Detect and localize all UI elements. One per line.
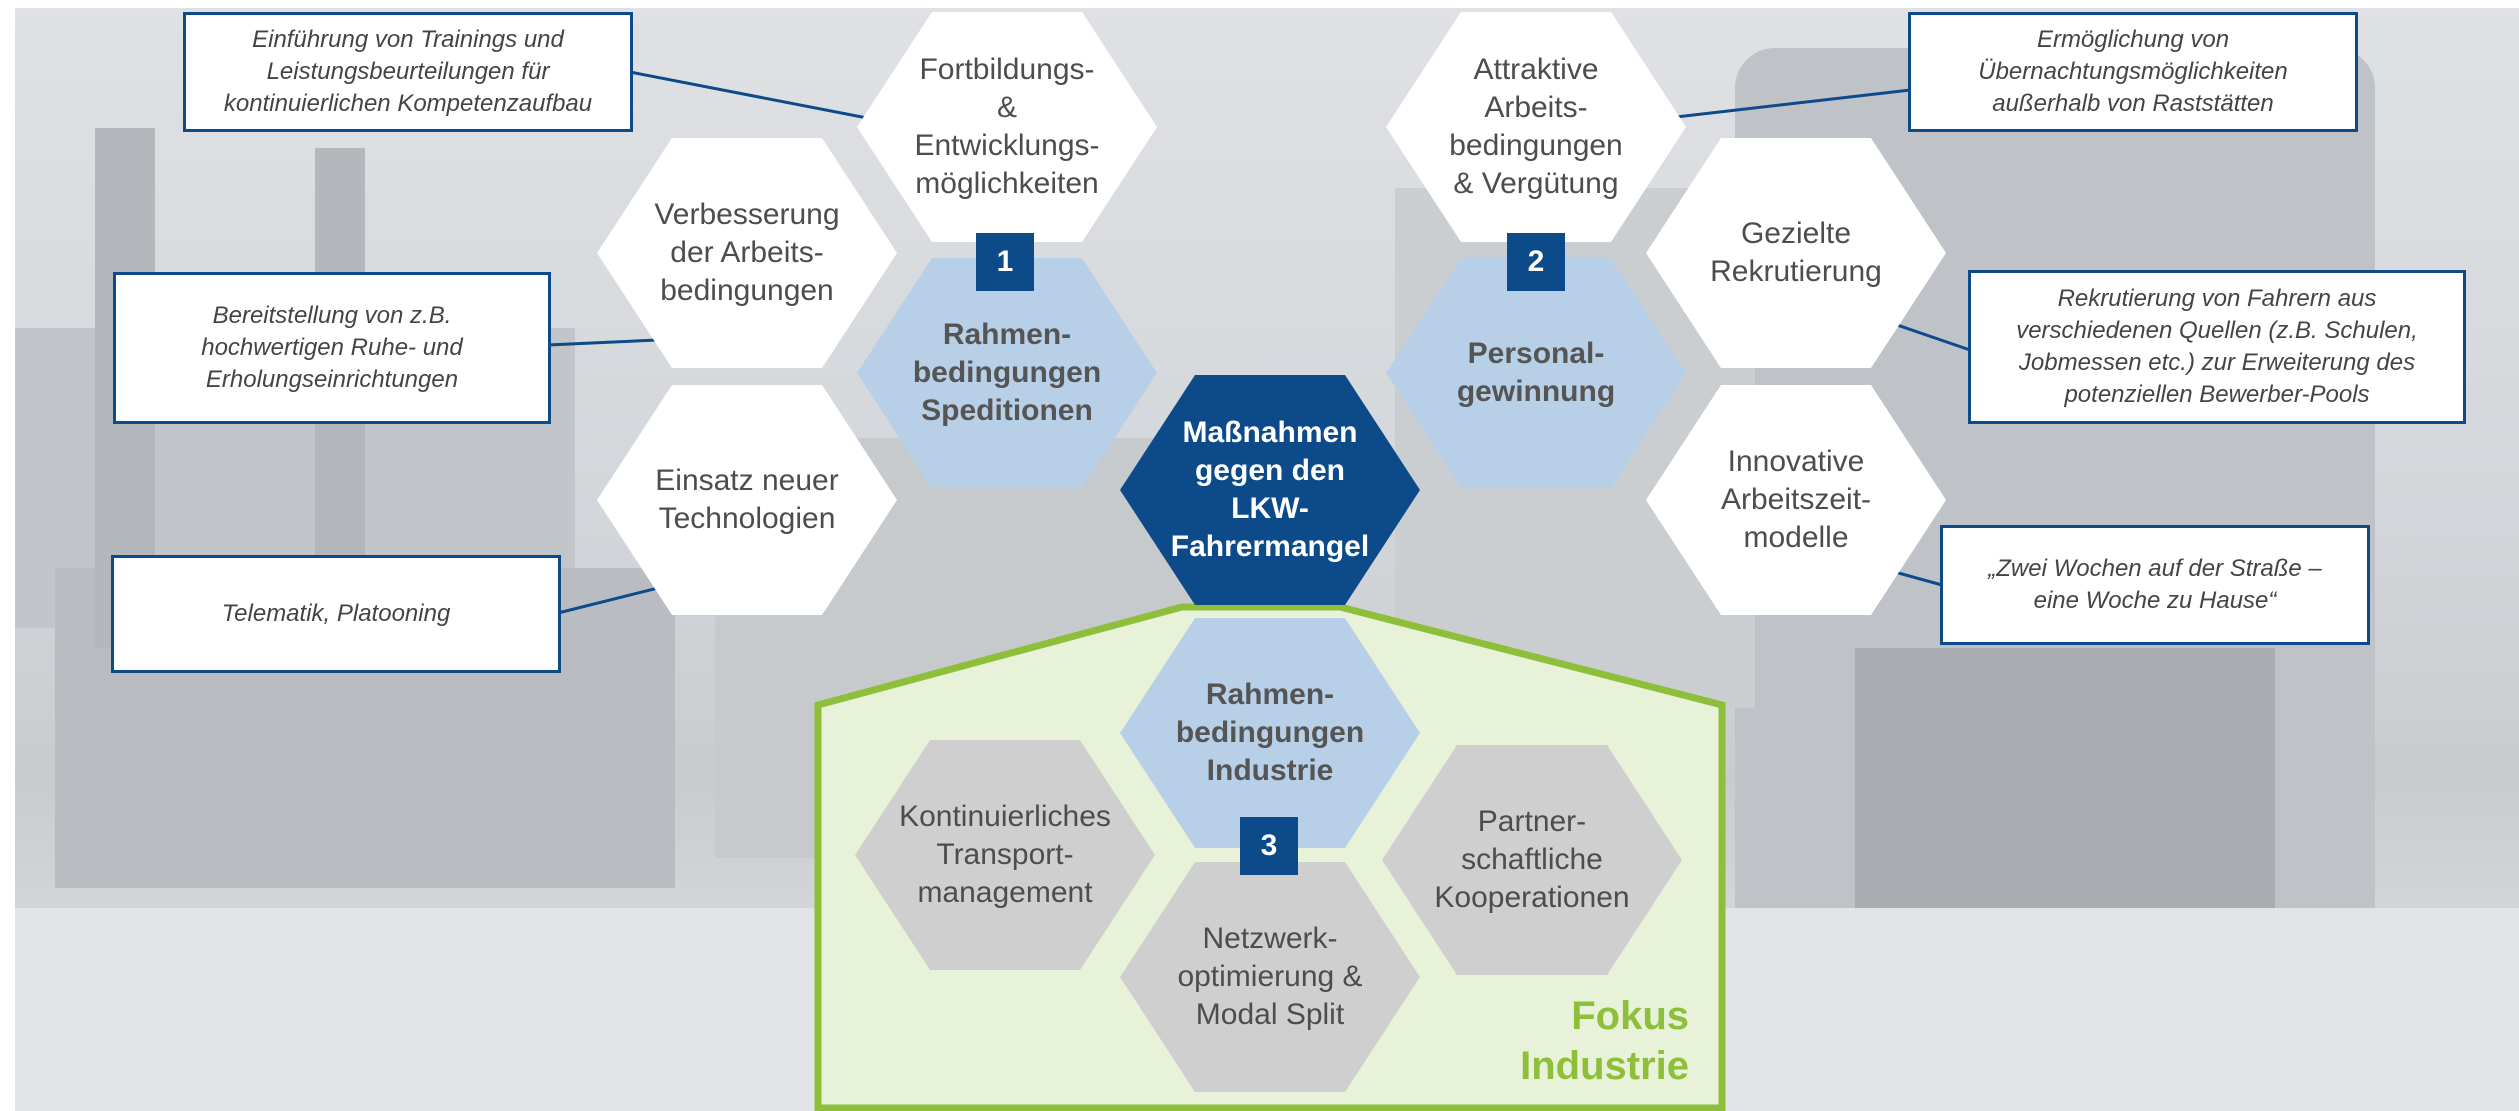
badge-2: 2 <box>1507 233 1565 291</box>
note-technologies: Telematik, Platooning <box>111 555 561 673</box>
connector-line <box>1649 88 1911 122</box>
note-working-time: „Zwei Wochen auf der Straße – eine Woche… <box>1940 525 2370 645</box>
hex-pillar1-forwarders: Rahmen- bedingungen Speditionen <box>857 258 1157 488</box>
note-training: Einführung von Trainings und Leistungsbe… <box>183 12 633 132</box>
badge-3: 3 <box>1240 817 1298 875</box>
focus-industry-label: Fokus Industrie <box>1520 994 1689 1088</box>
hex-pillar2-recruitment: Personal- gewinnung <box>1386 258 1686 488</box>
connector-line <box>629 70 899 126</box>
badge-1: 1 <box>976 233 1034 291</box>
note-overnight: Ermöglichung von Übernachtungsmöglichkei… <box>1908 12 2358 132</box>
note-working-conditions: Bereitstellung von z.B. hochwertigen Ruh… <box>113 272 551 424</box>
note-recruiting: Rekrutierung von Fahrern aus verschieden… <box>1968 270 2466 424</box>
